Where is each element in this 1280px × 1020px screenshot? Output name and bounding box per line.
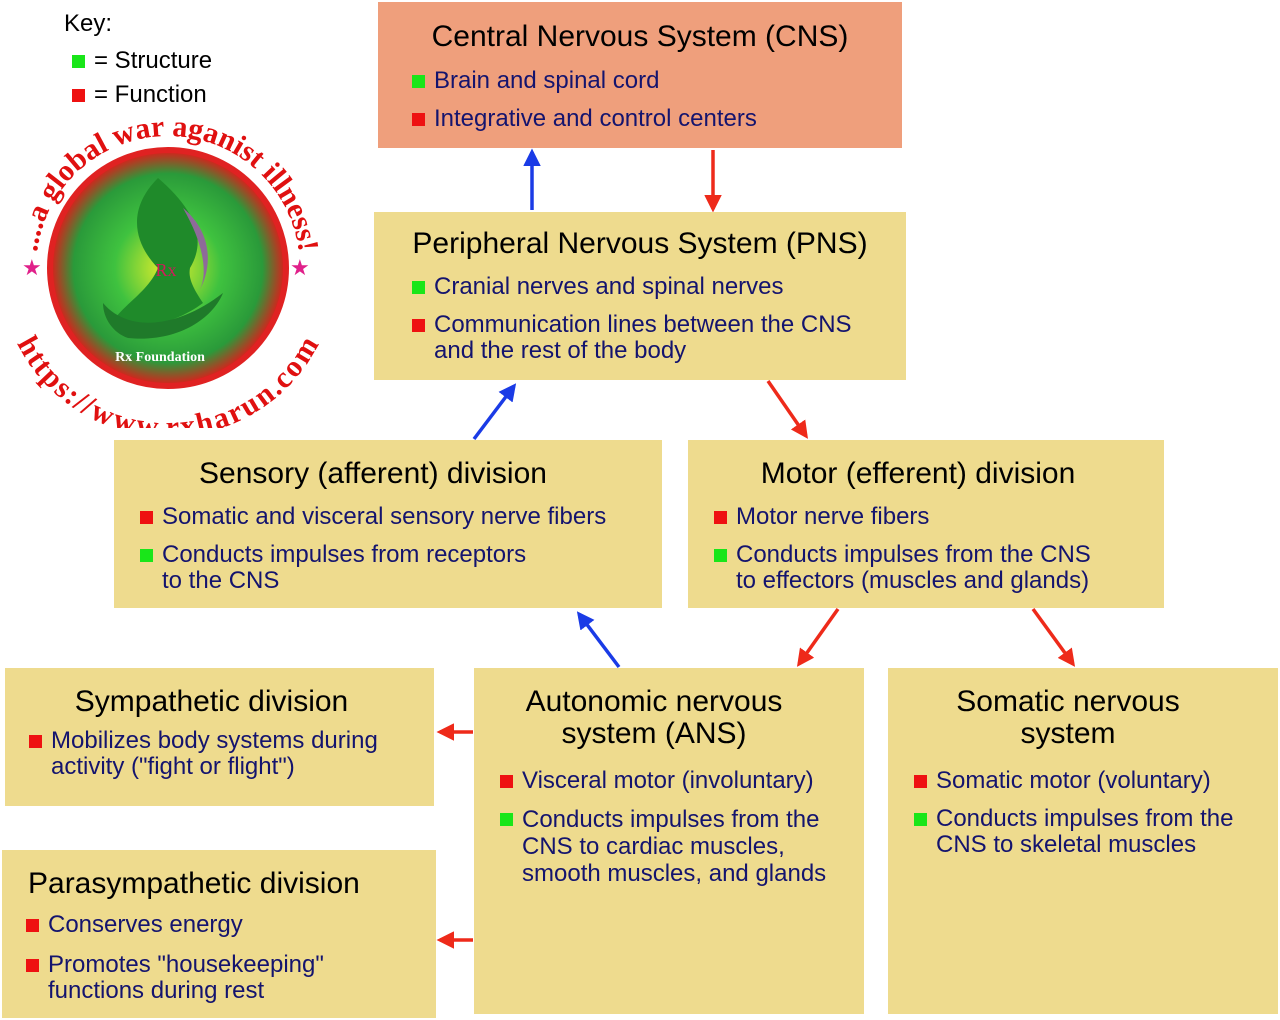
motor-division-box: Motor (efferent) division Motor nerve fi… [688, 440, 1164, 608]
ans-function: Visceral motor (involuntary) [500, 768, 814, 794]
structure-marker [412, 281, 425, 294]
arrow-motor-to-somatic [1031, 607, 1076, 667]
function-marker [29, 735, 42, 748]
function-marker [500, 775, 513, 788]
pns-title: Peripheral Nervous System (PNS) [412, 227, 868, 260]
key-structure-label: = Structure [94, 47, 213, 74]
motor-title: Motor (efferent) division [760, 457, 1076, 490]
structure-marker [412, 75, 425, 88]
pns-box: Peripheral Nervous System (PNS) Cranial … [374, 212, 906, 380]
key-function: = Function [72, 81, 207, 109]
arrow-sensory-to-pns [472, 383, 517, 441]
key-title: Key: [64, 10, 113, 37]
parasympathetic-function-1: Conserves energy [26, 912, 243, 938]
parasympathetic-division-box: Parasympathetic division Conserves energ… [2, 850, 436, 1018]
key-function-label: = Function [94, 81, 207, 108]
structure-marker [714, 549, 727, 562]
star-icon-left: ★ [22, 255, 42, 280]
function-marker [26, 959, 39, 972]
function-marker [26, 919, 39, 932]
cns-structure: Brain and spinal cord [412, 68, 659, 94]
leaf-icon [113, 178, 203, 327]
somatic-function: Somatic motor (voluntary) [914, 768, 1211, 794]
function-marker [714, 511, 727, 524]
sympathetic-title: Sympathetic division [74, 685, 349, 718]
parasympathetic-function-2: Promotes "housekeeping"functions during … [26, 952, 324, 1004]
star-icon-right: ★ [290, 255, 310, 280]
arrow-ans-to-sensory [576, 611, 621, 669]
sympathetic-division-box: Sympathetic division Mobilizes body syst… [5, 668, 434, 806]
function-marker [140, 511, 153, 524]
arrow-pns-to-motor [766, 380, 808, 439]
cns-function: Integrative and control centers [412, 106, 757, 132]
structure-marker [140, 549, 153, 562]
rx-foundation-logo: Rx Rx Foundation ....a global war aganis… [11, 118, 326, 428]
cns-title: Central Nervous System (CNS) [431, 20, 849, 53]
structure-marker [914, 813, 927, 826]
parasympathetic-title: Parasympathetic division [28, 867, 360, 900]
function-marker [412, 113, 425, 126]
function-marker [914, 775, 927, 788]
rx-symbol: Rx [155, 260, 176, 280]
structure-key-swatch [72, 55, 85, 68]
motor-function: Motor nerve fibers [714, 504, 929, 530]
sensory-title: Sensory (afferent) division [199, 457, 547, 490]
arrow-motor-to-ans [796, 607, 840, 667]
function-marker [412, 319, 425, 332]
sensory-function: Somatic and visceral sensory nerve fiber… [140, 504, 606, 530]
logo-center-text: Rx Foundation [115, 350, 205, 365]
structure-marker [500, 813, 513, 826]
cns-box: Central Nervous System (CNS) Brain and s… [378, 2, 902, 148]
pns-structure: Cranial nerves and spinal nerves [412, 274, 784, 300]
sensory-division-box: Sensory (afferent) division Somatic and … [114, 440, 662, 608]
key-structure: = Structure [72, 47, 212, 75]
hand-icon [103, 293, 223, 339]
function-key-swatch [72, 89, 85, 102]
